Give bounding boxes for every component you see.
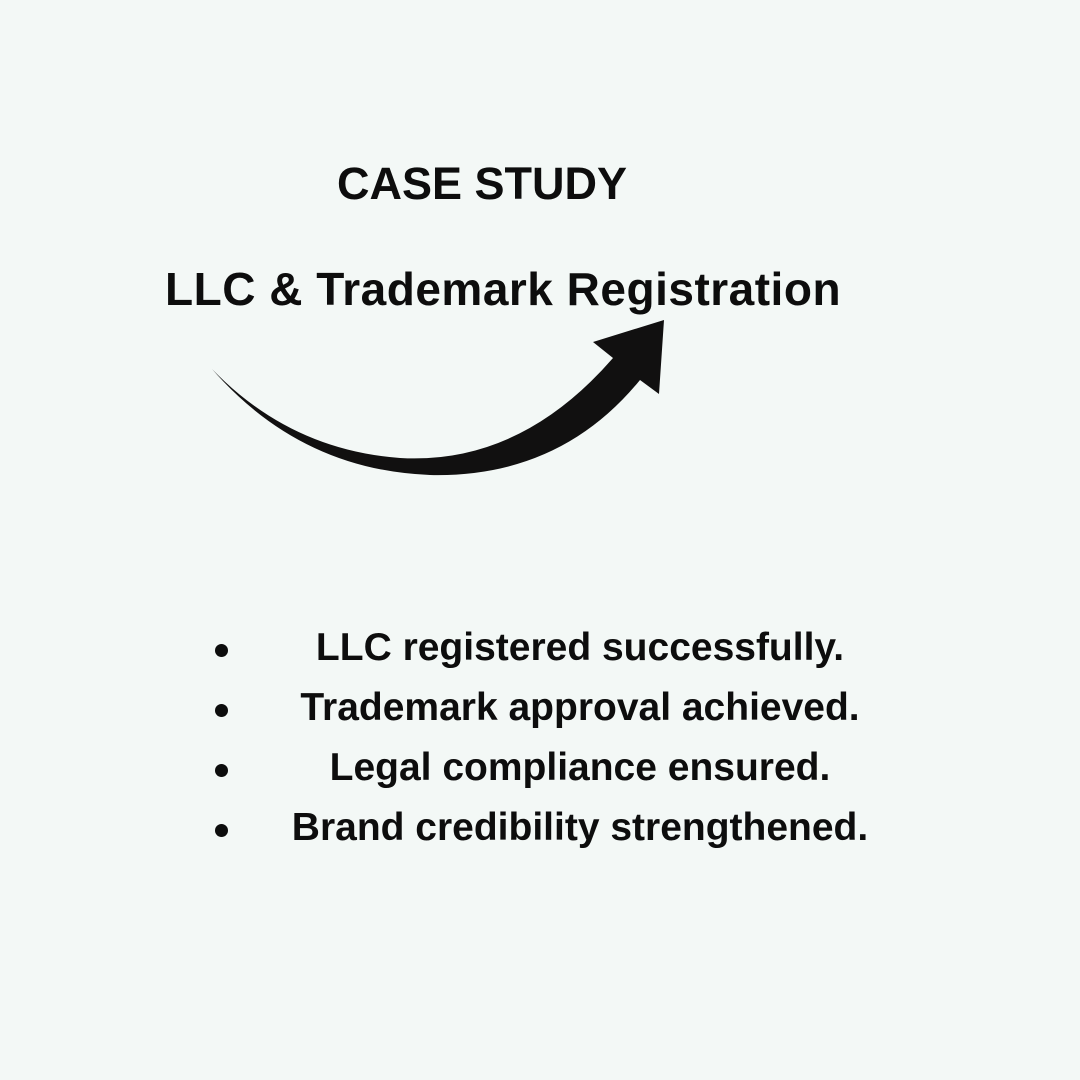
list-item: Legal compliance ensured. xyxy=(0,746,1080,806)
bullet-icon xyxy=(215,704,228,717)
list-item-text: Trademark approval achieved. xyxy=(300,686,860,729)
list-item: Brand credibility strengthened. xyxy=(0,806,1080,866)
bullet-icon xyxy=(215,764,228,777)
list-item: Trademark approval achieved. xyxy=(0,686,1080,746)
list-item-text: Brand credibility strengthened. xyxy=(291,806,869,849)
bullet-icon xyxy=(215,644,228,657)
list-item-text: LLC registered successfully. xyxy=(315,626,845,669)
bullet-icon xyxy=(215,824,228,837)
list-item: LLC registered successfully. xyxy=(0,626,1080,686)
case-study-label: CASE STUDY xyxy=(337,158,628,209)
list-item-text: Legal compliance ensured. xyxy=(329,746,831,789)
page-title: LLC & Trademark Registration xyxy=(165,263,842,315)
